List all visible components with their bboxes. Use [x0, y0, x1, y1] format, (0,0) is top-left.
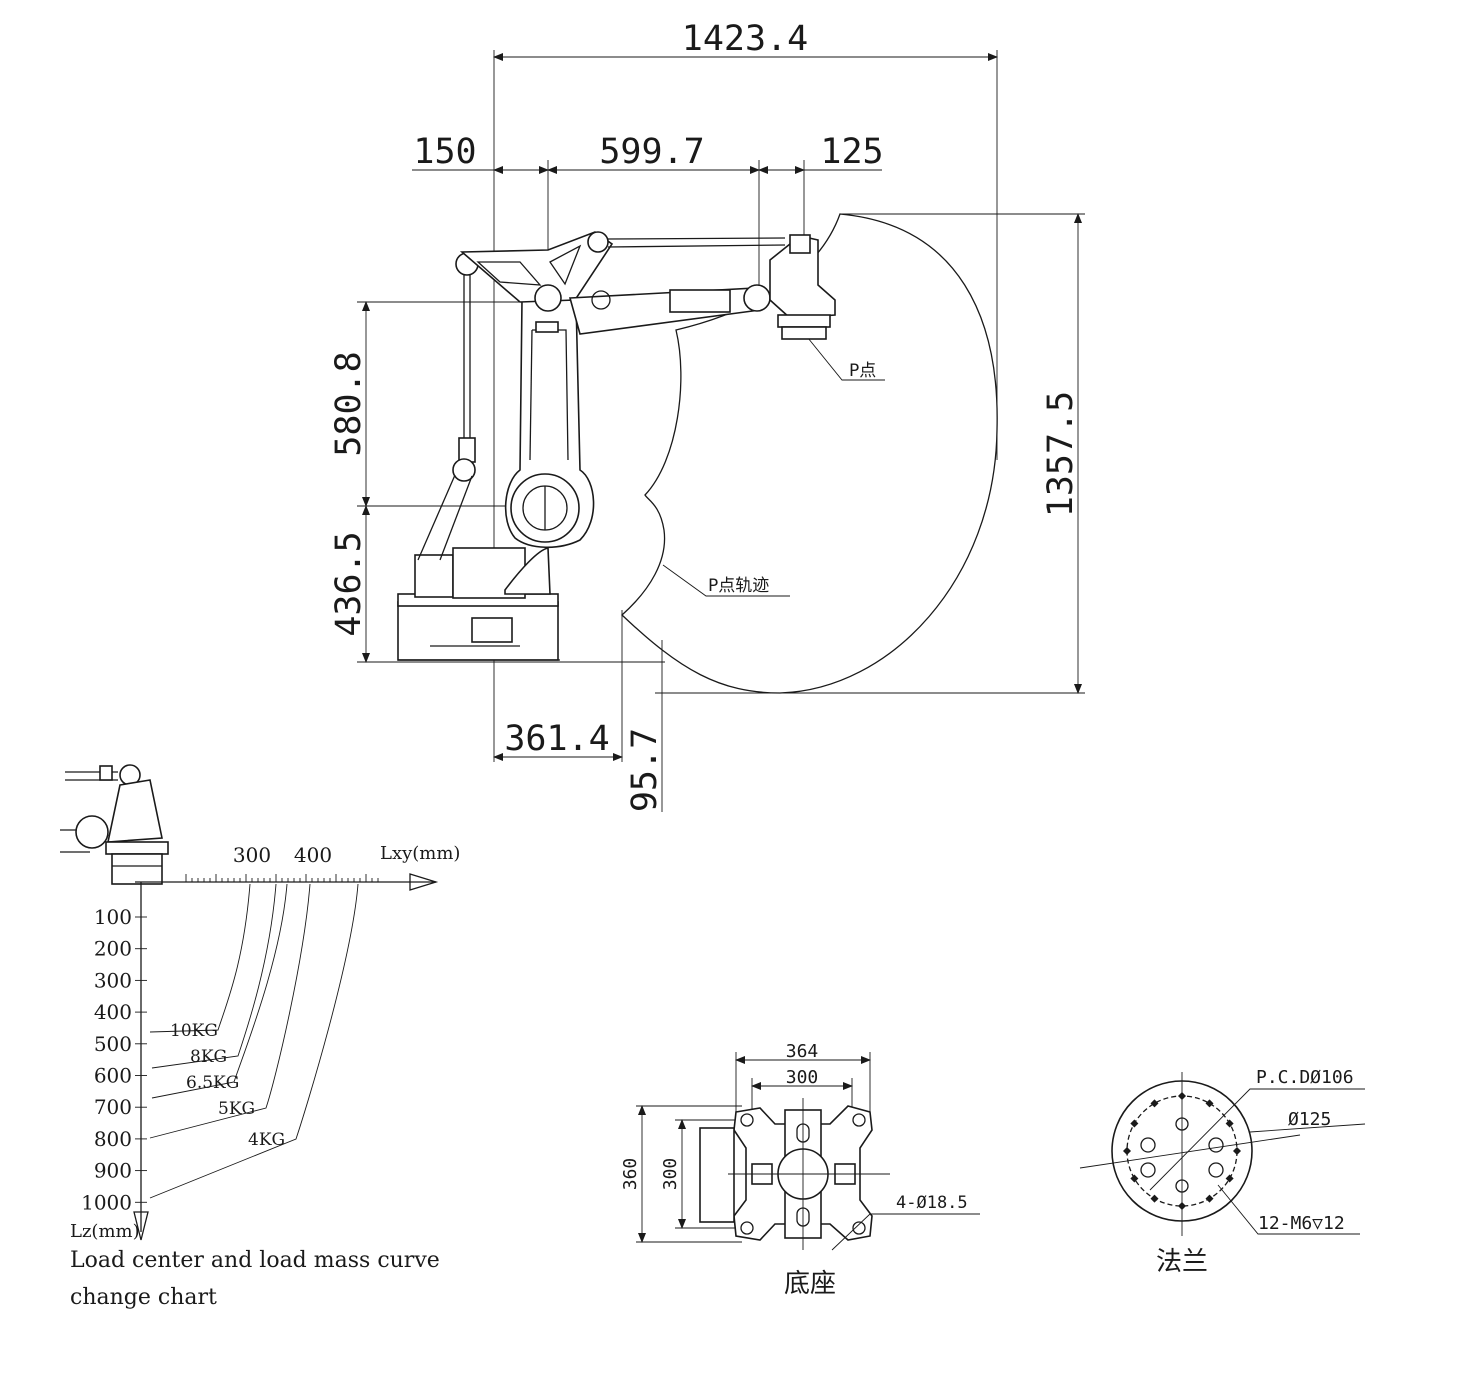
y-tick-label: 300: [94, 968, 132, 992]
load-curve-line: [149, 883, 311, 1139]
thread-hole: [1130, 1119, 1139, 1128]
dim-upper-arm: 599.7: [599, 132, 704, 172]
pcd-leader: [1149, 1088, 1365, 1191]
dim-base-offset: 150: [413, 132, 476, 172]
mount-hole-tl: [740, 1113, 754, 1127]
trajectory-leader: [662, 564, 790, 597]
dim-upper-height: 580.8: [329, 351, 369, 456]
y-tick-label: 700: [94, 1095, 132, 1119]
x-axis-label: Lxy(mm): [380, 843, 460, 864]
flange-outer-dia: Ø125: [1288, 1109, 1331, 1130]
flange-threads: 12-M6▽12: [1258, 1213, 1345, 1234]
load-chart: 100 200 300 400 500 600 700 800 900 1000 10KG 8KG 6…: [60, 764, 460, 1310]
thread-hole: [1178, 1202, 1186, 1210]
load-curve-line: [151, 883, 277, 1069]
side-view: 1423.4 150 599.7 125 580.8 436.5 1357.5 …: [329, 19, 1085, 812]
load-curve-label: 8KG: [190, 1047, 227, 1067]
y-tick-label: 100: [94, 905, 132, 929]
base-holes: 4-Ø18.5: [896, 1193, 968, 1213]
y-tick-label: 400: [94, 1000, 132, 1024]
thread-hole: [1205, 1099, 1214, 1108]
y-tick-label: 500: [94, 1032, 132, 1056]
p-point-trajectory: [621, 213, 998, 694]
forearm: [568, 287, 761, 335]
x-tick-400: 400: [294, 843, 332, 867]
mount-hole-bl: [740, 1221, 754, 1235]
dia-leader: [1249, 1123, 1366, 1133]
load-curve-label: 10KG: [170, 1021, 218, 1041]
thread-hole: [1205, 1194, 1214, 1203]
x-minor-ticks: [185, 874, 379, 882]
load-curve-label: 4KG: [248, 1130, 285, 1150]
load-curve-label: 5KG: [218, 1099, 255, 1119]
x-axis-arrow: [409, 873, 439, 891]
thread-hole: [1225, 1119, 1234, 1128]
p-point-label: P点: [849, 361, 876, 381]
y-tick-label: 900: [94, 1159, 132, 1183]
thread-hole: [1150, 1194, 1159, 1203]
robot-thumbnail: [60, 764, 169, 885]
chart-caption-line2: change chart: [70, 1285, 217, 1310]
thread-hole: [1130, 1174, 1139, 1183]
motor-housing: [414, 554, 454, 598]
dim-bottom-offset: 95.7: [625, 728, 665, 812]
base-height-inner: 300: [660, 1158, 681, 1191]
trajectory-label: P点轨迹: [708, 576, 769, 596]
mount-hole-tr: [852, 1113, 866, 1127]
dimension-lines: [362, 53, 1082, 761]
thread-hole: [1233, 1147, 1241, 1155]
dim-total-reach: 1423.4: [682, 19, 808, 59]
y-tick-label: 600: [94, 1064, 132, 1088]
dim-wrist-offset: 125: [820, 132, 883, 172]
load-curve-label: 6.5KG: [186, 1073, 239, 1093]
robot-arm: [397, 231, 836, 661]
shoulder-joint: [534, 284, 562, 312]
hole-leader: [831, 1213, 980, 1251]
y-axis-arrow: [133, 1211, 149, 1241]
extension-lines: [357, 50, 1085, 812]
thread-hole: [1178, 1092, 1186, 1100]
flange-thread-holes: [1123, 1092, 1241, 1210]
flange-caption: 法兰: [1156, 1247, 1208, 1277]
y-tick-label: 800: [94, 1127, 132, 1151]
load-curve-line: [149, 883, 359, 1199]
dim-lower-height: 436.5: [329, 531, 369, 636]
thread-hole: [1225, 1174, 1234, 1183]
load-curve-line: [151, 883, 288, 1099]
load-curves: 10KG 8KG 6.5KG 5KG 4KG: [149, 883, 359, 1199]
base-caption: 底座: [784, 1269, 836, 1299]
rear-joint-bottom: [452, 458, 476, 482]
flange-pcd: P.C.DØ106: [1256, 1067, 1354, 1088]
thread-hole: [1150, 1099, 1159, 1108]
thread-leader: [1217, 1184, 1360, 1235]
base-view: 364 300 360 300 4-Ø18.5 底座: [620, 1041, 980, 1299]
p-point-leader: [807, 337, 885, 381]
y-ticks: 100 200 300 400 500 600 700 800 900 1000: [81, 905, 147, 1214]
dim-total-height: 1357.5: [1041, 391, 1081, 517]
y-tick-label: 1000: [81, 1190, 132, 1214]
x-tick-300: 300: [233, 843, 271, 867]
y-axis-label: Lz(mm): [70, 1221, 140, 1242]
dim-min-reach: 361.4: [504, 719, 609, 759]
chart-caption-line1: Load center and load mass curve: [70, 1248, 440, 1273]
base-height-outer: 360: [620, 1158, 641, 1191]
mount-hole-br: [852, 1221, 866, 1235]
base-width-inner: 300: [786, 1067, 819, 1088]
flange-view: P.C.DØ106 Ø125 12-M6▽12 法兰: [1079, 1067, 1366, 1277]
end-flange: [781, 326, 827, 340]
base-width-outer: 364: [786, 1041, 819, 1062]
elbow-joint: [743, 284, 771, 312]
load-curve-line: [149, 883, 251, 1033]
y-tick-label: 200: [94, 937, 132, 961]
thread-hole: [1123, 1147, 1131, 1155]
